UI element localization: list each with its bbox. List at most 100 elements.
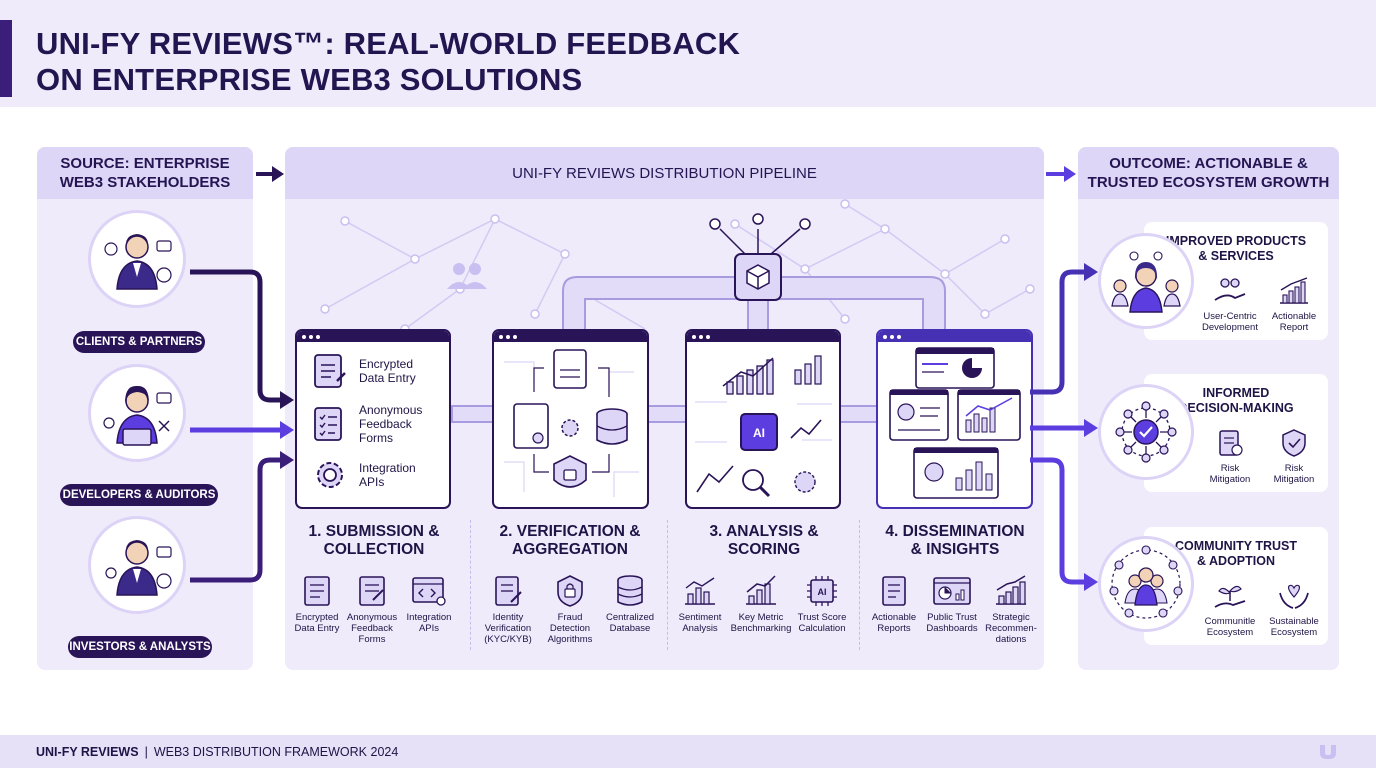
gear-icon	[317, 462, 343, 488]
page-title-line1: UNI-FY REVIEWS™: REAL-WORLD FEEDBACK	[36, 26, 741, 61]
person-icon	[105, 567, 117, 579]
source-flow-arrows	[190, 269, 294, 583]
mini-label-line1: Identity	[492, 612, 524, 623]
dashboard-icon	[933, 577, 971, 605]
submission-item-line1: Encrypted	[359, 357, 414, 371]
mini-label-line2: Reports	[877, 623, 911, 634]
mini-label-line2: Detection	[549, 623, 591, 634]
mini-label-line2: Database	[609, 623, 651, 634]
report-icon	[882, 576, 906, 606]
source-title-line1: SOURCE: ENTERPRISE	[60, 155, 230, 172]
form-icon	[359, 576, 385, 606]
stakeholder-investors-label: INVESTORS & ANALYSTS	[68, 636, 212, 658]
document-icon	[304, 576, 330, 606]
network-background	[320, 199, 1035, 335]
mini-label-line3: Algorithms	[547, 634, 593, 645]
outcome-flow-arrows	[1030, 263, 1098, 591]
submission-item-line2: Feedback	[359, 417, 412, 431]
window-titlebar	[878, 331, 1031, 342]
chart-icon	[156, 546, 172, 558]
mini-label-line2: Analysis	[682, 623, 718, 634]
outcome-products-avatar	[1098, 233, 1194, 329]
stakeholder-clients-avatar	[88, 210, 186, 308]
trend-chart-icon	[746, 575, 776, 605]
outcome-title-line2: DECISION-MAKING	[1178, 401, 1294, 415]
outcome-item-line1: Sustainable	[1269, 616, 1319, 627]
certificate-icon	[513, 403, 549, 449]
outcome-item-line2: Report	[1279, 322, 1309, 333]
people-icon	[447, 263, 487, 289]
stakeholder-developers-label: DEVELOPERS & AUDITORS	[60, 484, 218, 506]
dissemination-illustration	[889, 347, 1021, 499]
outcome-title-line1: IMPROVED PRODUCTS	[1165, 234, 1307, 248]
source-panel-header: SOURCE: ENTERPRISE WEB3 STAKEHOLDERS	[37, 147, 253, 199]
mini-label-line1: Actionable	[871, 612, 917, 623]
logo-icon	[1320, 745, 1336, 759]
outcome-card-title: COMMUNITY TRUST& ADOPTION	[1144, 539, 1328, 569]
stakeholder-clients-label: CLIENTS & PARTNERS	[73, 331, 205, 353]
person-icon	[104, 242, 118, 256]
mini-label-line3: dations	[995, 634, 1027, 645]
growth-chart-icon	[1280, 277, 1308, 304]
bar-chart-icon	[685, 577, 715, 605]
step-divider	[470, 520, 471, 650]
outcome-title-line1: OUTCOME: ACTIONABLE &	[1109, 155, 1308, 172]
pipeline-to-outcome-arrow	[1046, 166, 1076, 182]
step-divider	[667, 520, 668, 650]
submission-item-line1: Anonymous	[359, 403, 423, 417]
header: UNI-FY REVIEWS™: REAL-WORLD FEEDBACK ON …	[0, 0, 1376, 107]
gear-icon	[1129, 251, 1139, 261]
verification-illustration	[504, 349, 639, 497]
pipeline-panel-header: UNI-FY REVIEWS DISTRIBUTION PIPELINE	[285, 147, 1044, 199]
ai-chip-icon	[740, 413, 778, 451]
window-titlebar	[494, 331, 647, 342]
step-1-title: 1. SUBMISSION &COLLECTION	[290, 523, 458, 559]
ai-chip-label: AI	[753, 426, 765, 440]
outcome-decision-avatar	[1098, 384, 1194, 480]
mini-label-line2: Dashboards	[926, 623, 978, 634]
trend-line-icon	[696, 465, 734, 493]
step-title-line2: SCORING	[727, 541, 801, 558]
step-title-line2: & INSIGHTS	[910, 541, 1000, 558]
page-title-line2: ON ENTERPRISE WEB3 SOLUTIONS	[36, 62, 583, 97]
outcome-title-line2: & ADOPTION	[1196, 554, 1275, 568]
analysis-window: AI	[685, 329, 841, 509]
hand-people-icon	[1214, 278, 1246, 301]
magnifier-icon	[742, 469, 764, 491]
source-to-pipeline-arrow	[256, 166, 284, 182]
database-icon	[596, 408, 628, 445]
outcome-panel-header: OUTCOME: ACTIONABLE & TRUSTED ECOSYSTEM …	[1078, 147, 1339, 199]
mini-label-line1: Encrypted	[295, 612, 339, 623]
submission-item-line3: Forms	[359, 431, 393, 445]
mini-label-line1: Public Trust	[927, 612, 977, 623]
mini-label-line1: Anonymous	[346, 612, 398, 623]
lock-icon	[563, 469, 577, 481]
submission-item-line2: Data Entry	[359, 371, 416, 385]
mini-label-line1: Trust Score	[797, 612, 847, 623]
bar-chart-icon	[794, 355, 822, 385]
mini-label-line1: Sentiment	[678, 612, 722, 623]
outcome-item-line1: User-Centric	[1203, 311, 1257, 322]
mini-label-line2: Recommen-	[985, 623, 1037, 634]
brain-icon	[794, 471, 816, 493]
code-window-icon	[412, 577, 446, 606]
mini-label-line2: Benchmarking	[730, 623, 792, 634]
gear-icon	[103, 417, 115, 429]
outcome-item-line2: Mitigation	[1209, 474, 1251, 485]
globe-icon	[156, 267, 172, 283]
tools-icon	[158, 420, 170, 432]
step-title-line1: 1. SUBMISSION &	[308, 523, 440, 540]
hands-heart-icon	[1279, 584, 1309, 609]
pipeline-title: UNI-FY REVIEWS DISTRIBUTION PIPELINE	[512, 164, 817, 182]
